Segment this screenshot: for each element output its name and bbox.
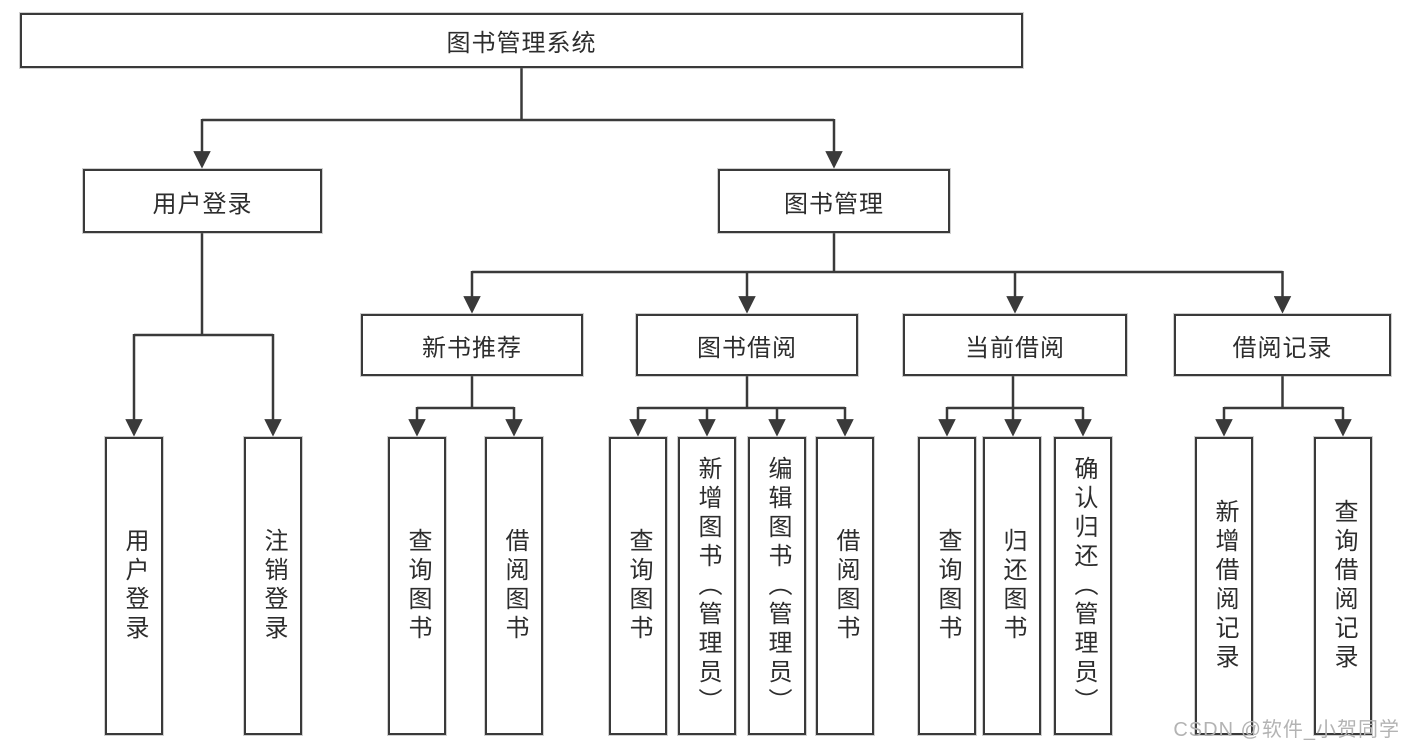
node-label: 查询图书 bbox=[625, 528, 652, 644]
node-new-book-recommend: 新书推荐 bbox=[361, 314, 583, 376]
node-leaf-query-books-2: 查询图书 bbox=[609, 437, 667, 735]
node-leaf-add-borrow-record: 新增借阅记录 bbox=[1195, 437, 1253, 735]
csdn-watermark: CSDN @软件_小贺同学 bbox=[1173, 719, 1400, 741]
node-label: 用户登录 bbox=[121, 528, 148, 644]
node-label: 新增借阅记录 bbox=[1211, 499, 1238, 673]
node-label: 查询图书 bbox=[404, 528, 431, 644]
node-label: 查询图书 bbox=[934, 528, 961, 644]
node-label: 归还图书 bbox=[999, 528, 1026, 644]
node-label: 编辑图书（管理员） bbox=[764, 455, 791, 717]
node-leaf-query-books-3: 查询图书 bbox=[918, 437, 976, 735]
node-leaf-add-book-admin: 新增图书（管理员） bbox=[678, 437, 736, 735]
node-label: 图书管理系统 bbox=[446, 30, 597, 57]
node-book-management: 图书管理 bbox=[718, 169, 950, 233]
node-label: 图书管理 bbox=[784, 190, 884, 218]
node-leaf-logout: 注销登录 bbox=[244, 437, 302, 735]
node-leaf-query-books-1: 查询图书 bbox=[388, 437, 446, 735]
node-current-borrow: 当前借阅 bbox=[903, 314, 1127, 376]
node-user-login: 用户登录 bbox=[83, 169, 322, 233]
node-label: 借阅记录 bbox=[1232, 334, 1333, 362]
node-leaf-user-login: 用户登录 bbox=[105, 437, 163, 735]
node-label: 新增图书（管理员） bbox=[694, 455, 721, 717]
node-label: 用户登录 bbox=[152, 190, 253, 218]
node-label: 借阅图书 bbox=[832, 528, 859, 644]
node-label: 借阅图书 bbox=[501, 528, 528, 644]
node-label: 当前借阅 bbox=[965, 334, 1065, 362]
node-leaf-borrow-books-1: 借阅图书 bbox=[485, 437, 543, 735]
node-leaf-query-borrow-record: 查询借阅记录 bbox=[1314, 437, 1372, 735]
node-leaf-edit-book-admin: 编辑图书（管理员） bbox=[748, 437, 806, 735]
node-label: 图书借阅 bbox=[697, 334, 797, 362]
node-leaf-borrow-books-2: 借阅图书 bbox=[816, 437, 874, 735]
node-library-management-system: 图书管理系统 bbox=[20, 13, 1023, 68]
node-label: 注销登录 bbox=[260, 528, 287, 644]
node-label: 查询借阅记录 bbox=[1330, 499, 1357, 673]
node-leaf-confirm-return-admin: 确认归还（管理员） bbox=[1054, 437, 1112, 735]
node-label: 新书推荐 bbox=[422, 334, 522, 362]
node-borrow-records: 借阅记录 bbox=[1174, 314, 1391, 376]
node-label: 确认归还（管理员） bbox=[1070, 455, 1097, 717]
node-book-borrow: 图书借阅 bbox=[636, 314, 858, 376]
node-leaf-return-books: 归还图书 bbox=[983, 437, 1041, 735]
